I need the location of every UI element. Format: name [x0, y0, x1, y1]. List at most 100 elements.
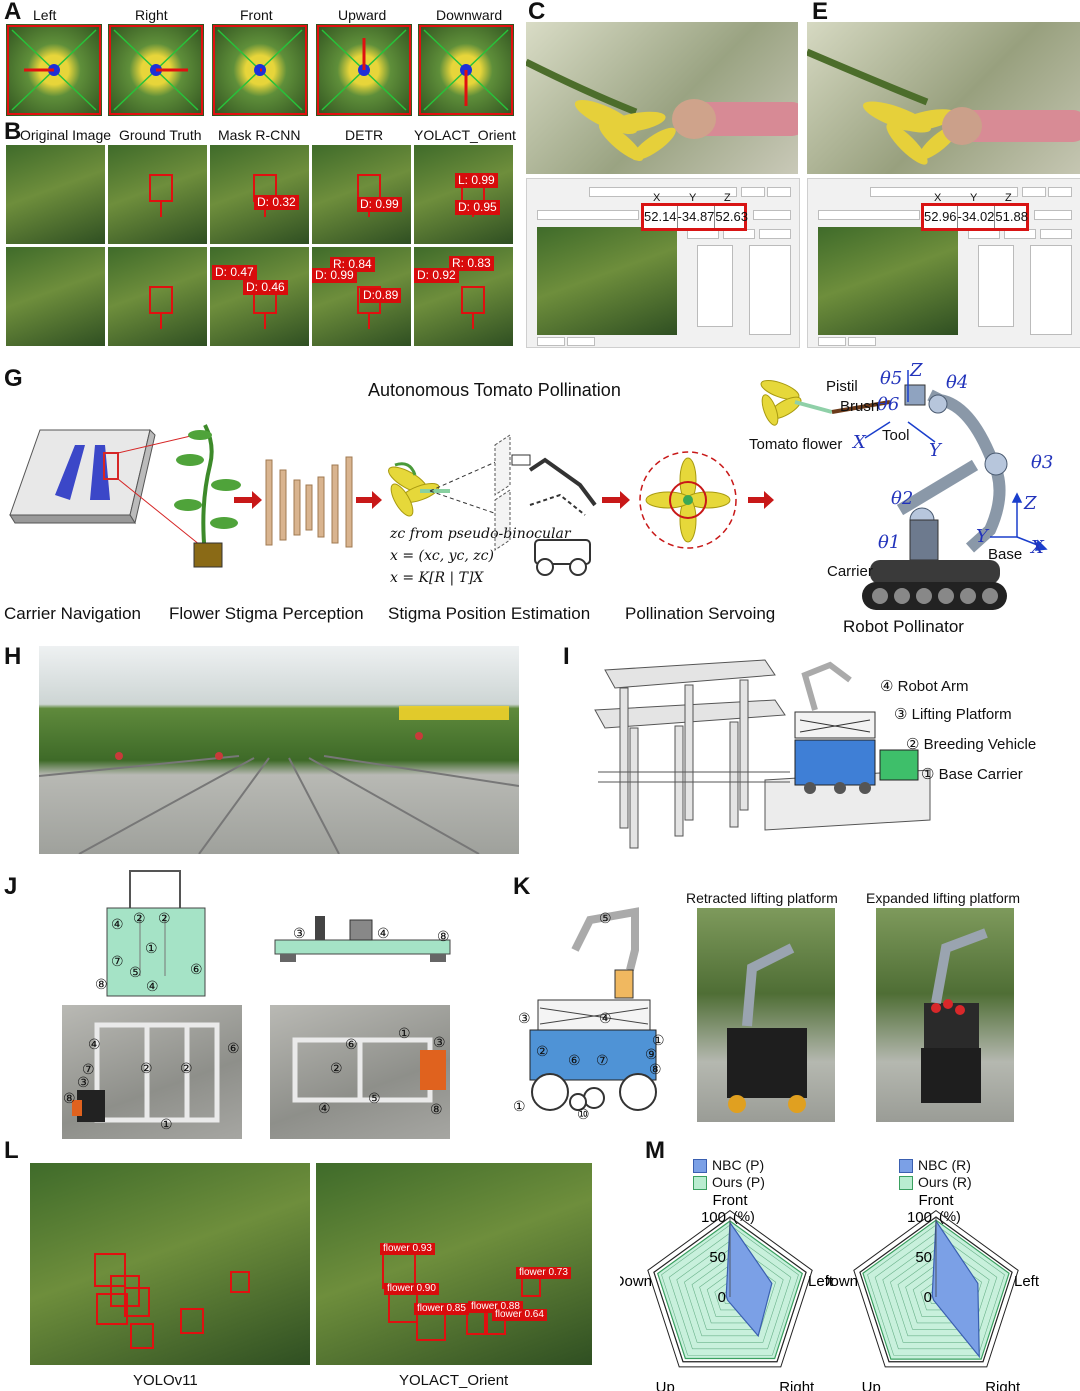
cnn-layers-icon — [265, 456, 353, 548]
go-button[interactable] — [1022, 187, 1046, 197]
comparison-image — [312, 145, 411, 244]
marker-1: ① — [398, 1025, 411, 1041]
caption-retracted-platform: Retracted lifting platform — [686, 890, 838, 906]
yolov11-detection-photo — [30, 1163, 310, 1365]
trajectory-field[interactable] — [870, 187, 1018, 197]
marker-2: ② — [140, 1060, 153, 1076]
joint-jog-panel[interactable] — [697, 245, 733, 327]
radar-grid-ring — [668, 1232, 792, 1350]
panel-label-l: L — [4, 1137, 19, 1164]
tcp-x-value: 52.96 — [924, 209, 957, 224]
marker-7: ⑦ — [596, 1052, 609, 1068]
marker-2: ② — [158, 910, 171, 926]
tcp-jog-panel[interactable] — [1030, 245, 1072, 335]
radar-tick-label: 50 — [709, 1249, 726, 1266]
marker-8: ⑧ — [63, 1090, 76, 1106]
marker-2: ② — [133, 910, 146, 926]
camera-off-button[interactable] — [567, 337, 595, 346]
column-mask-rcnn: Mask R-CNN — [218, 127, 301, 143]
panel-label-c: C — [528, 0, 546, 25]
detection-tag: flower 0.73 — [516, 1267, 571, 1279]
joint-angle-5: θ5 — [880, 368, 903, 389]
marker-2: ② — [330, 1060, 343, 1076]
detection-tag: D: 0.92 — [414, 268, 459, 283]
label-robot-arm: ④ Robot Arm — [880, 678, 969, 695]
view-label-downward: Downward — [436, 7, 503, 23]
camera-on-button[interactable] — [818, 337, 846, 346]
detection-tag: flower 0.93 — [380, 1243, 435, 1255]
radar-tick-label: 100 — [907, 1209, 932, 1226]
marker-10: ⑩ — [577, 1106, 590, 1122]
comparison-image — [210, 145, 309, 244]
marker-8: ⑧ — [95, 976, 108, 992]
radar-series-nbc — [931, 1219, 980, 1359]
comparison-image — [414, 145, 513, 244]
marker-1: ① — [652, 1032, 665, 1048]
label-carrier: Carrier — [827, 563, 873, 580]
camera-on-button[interactable] — [537, 337, 565, 346]
detection-tag: flower 0.64 — [492, 1309, 547, 1321]
panel-label-h: H — [4, 643, 22, 670]
panel-label-e: E — [812, 0, 829, 25]
joint-angle-6: θ6 — [877, 394, 900, 415]
radar-frame — [859, 1216, 1013, 1363]
axis-header-z: Z — [1005, 192, 1012, 204]
radar-axis-label-right: Right — [985, 1379, 1021, 1391]
aluminium-frame — [72, 1022, 220, 1123]
marker-8: ⑧ — [437, 928, 450, 944]
panel-label-b: B — [4, 118, 22, 145]
marker-1: ① — [513, 1098, 526, 1114]
tcp-y-value: -34.02 — [956, 206, 994, 228]
radar-tick-label: 100 — [701, 1209, 726, 1226]
comparison-image — [6, 145, 105, 244]
readcal-button[interactable] — [1040, 229, 1072, 239]
tomato-plant-icon — [174, 424, 241, 568]
marker-4: ④ — [599, 1010, 612, 1026]
axis-z-tool: Z — [910, 360, 923, 381]
radar-tick-label: 50 — [915, 1249, 932, 1266]
radar-unit-label: (%) — [733, 1208, 755, 1224]
axis-y-tool: Y — [929, 440, 941, 461]
legend-ours-r: Ours (R) — [918, 1174, 972, 1190]
radar-axis-label-up: Up — [862, 1379, 881, 1391]
legend-nbc-r: NBC (R) — [918, 1157, 971, 1173]
legend-swatch — [899, 1176, 913, 1191]
radar-grid-ring — [676, 1240, 784, 1343]
radar-unit-label: (%) — [939, 1208, 961, 1224]
exit-button[interactable] — [1048, 187, 1072, 197]
legend-ours-p: Ours (P) — [712, 1174, 765, 1190]
greenhouse-rows — [39, 706, 519, 854]
marker-3: ③ — [293, 925, 306, 941]
camera-view — [818, 227, 958, 335]
gripper-fields — [1034, 210, 1072, 220]
marker-4: ④ — [318, 1100, 331, 1116]
panel-label-g: G — [4, 365, 23, 392]
marker-7: ⑦ — [111, 953, 124, 969]
trajectory-field[interactable] — [589, 187, 737, 197]
marker-8: ⑧ — [649, 1061, 662, 1077]
exit-button[interactable] — [767, 187, 791, 197]
camera-view — [537, 227, 677, 335]
flower-brush-illustration — [807, 48, 1080, 165]
joint-jog-panel[interactable] — [978, 245, 1014, 327]
legend-swatch — [899, 1159, 913, 1174]
marker-6: ⑥ — [190, 961, 203, 977]
tcp-z-value: 51.88 — [994, 206, 1028, 228]
equation-projection: x = K[R | T]X — [390, 570, 484, 586]
carrier-track — [870, 560, 1000, 584]
arrow-icon — [356, 491, 382, 509]
detection-box — [180, 1308, 204, 1334]
tcp-x-value: 52.14 — [644, 209, 677, 224]
axis-x-tool: X — [853, 432, 866, 453]
caption-expanded-platform: Expanded lifting platform — [866, 890, 1021, 906]
legend-swatch — [693, 1159, 707, 1174]
camera-off-button[interactable] — [848, 337, 876, 346]
radar-series-nbc — [725, 1220, 773, 1338]
tcp-jog-panel[interactable] — [749, 245, 791, 335]
pollination-pipeline-diagram — [9, 424, 774, 576]
readcal-button[interactable] — [759, 229, 791, 239]
marker-2: ② — [536, 1043, 549, 1059]
go-button[interactable] — [741, 187, 765, 197]
marker-5: ⑤ — [129, 964, 142, 980]
legend-nbc-p: NBC (P) — [712, 1157, 765, 1173]
